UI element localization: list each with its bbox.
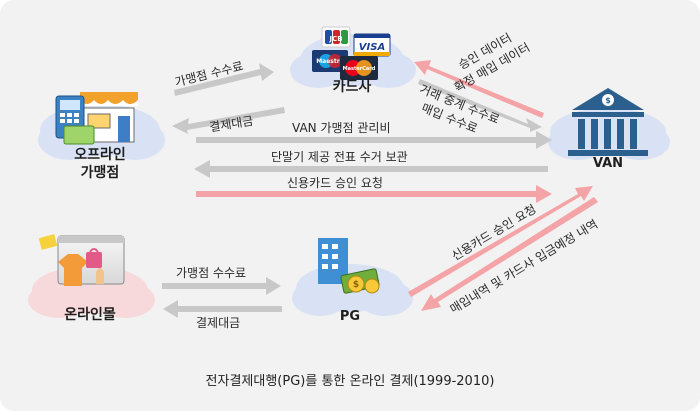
visa-logo-text: VISA [359,42,385,53]
diagram-caption: 전자결제대행(PG)를 통한 온라인 결제(1999-2010) [205,374,495,389]
svg-text:$: $ [353,280,359,290]
arrow-terminal-slip [194,160,548,178]
arrow-merchant-fee-bottom [162,277,281,295]
arrow-relay-fee [418,79,542,132]
arrow-card-approval-pg [408,186,593,297]
arrow-card-approval-offline [196,185,552,203]
label-settlement-top: 결제대금 [208,114,254,135]
store-card-terminal-icon [55,92,138,145]
van-bank-building-icon: $ [568,88,648,156]
arrow-settlement-top [172,107,285,134]
arrow-settlement-bottom [163,300,282,318]
node-card-company: 카드사 [332,79,372,95]
label-van-merchant-mgmt: VAN 가맹점 관리비 [292,121,391,135]
label-card-approval-offline: 신용카드 승인 요청 [287,176,383,190]
label-terminal-slip: 단말기 제공 전표 수거 보관 [271,150,408,164]
arrow-merchant-fee-top [174,63,274,96]
node-offline-merchant-line1: 오프라인 [74,147,126,163]
label-card-approval-pg: 신용카드 승인 요청 [449,202,538,263]
arrow-purchase-detail [421,197,598,311]
arrow-approval-data [414,60,544,118]
label-purchase-detail: 매입내역 및 카드사 입금예정 내역 [448,217,601,316]
label-settlement-bottom: 결제대금 [196,316,241,330]
pg-building-money-icon: $ [318,238,380,294]
node-offline-merchant-line2: 가맹점 [80,165,120,181]
svg-text:$: $ [605,96,611,105]
arrow-van-merchant-mgmt [196,131,552,149]
node-pg: PG [339,309,361,324]
node-online-mall: 온라인몰 [64,307,116,323]
node-van: VAN [592,156,624,171]
mastercard-logo-text: MasterCard [343,66,376,72]
jcb-logo-text: JCB [328,35,342,43]
label-merchant-fee-bottom: 가맹점 수수료 [176,266,247,280]
online-shopping-window-icon [38,234,125,286]
card-logos-icon: JCB VISA Maestro MasterCard [312,26,391,80]
maestro-logo-text: Maestro [316,58,344,65]
